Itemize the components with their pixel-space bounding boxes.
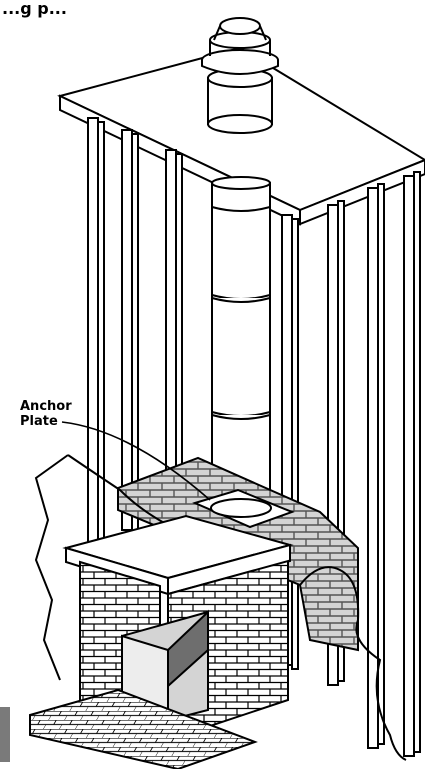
chimney-pipe xyxy=(205,176,277,514)
callout-line1: Anchor xyxy=(20,399,72,414)
callout-line2: Plate xyxy=(20,414,58,429)
leader-line xyxy=(61,421,211,501)
header-partial-text: ...g p... xyxy=(2,0,67,18)
anchor-plate-callout: Anchor Plate xyxy=(20,399,211,501)
anchor-plate xyxy=(192,488,295,529)
hearth xyxy=(29,688,258,769)
wall-studs xyxy=(87,117,421,757)
chimney-cap xyxy=(201,17,279,134)
side-tab xyxy=(0,707,10,762)
